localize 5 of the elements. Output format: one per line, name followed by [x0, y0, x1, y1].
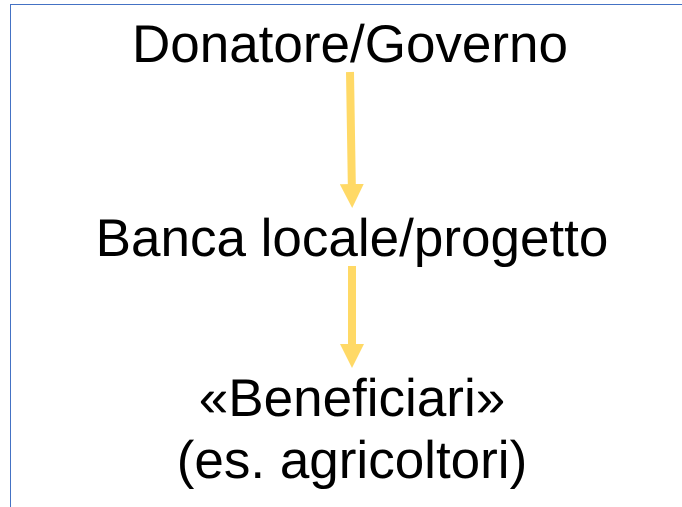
node-label: Banca locale/progetto: [22, 208, 682, 270]
node-label: «Beneficiari» (es. agricoltori): [157, 368, 547, 492]
node-label: Donatore/Governo: [50, 14, 650, 76]
arrow: [340, 266, 364, 368]
arrow: [340, 72, 364, 208]
